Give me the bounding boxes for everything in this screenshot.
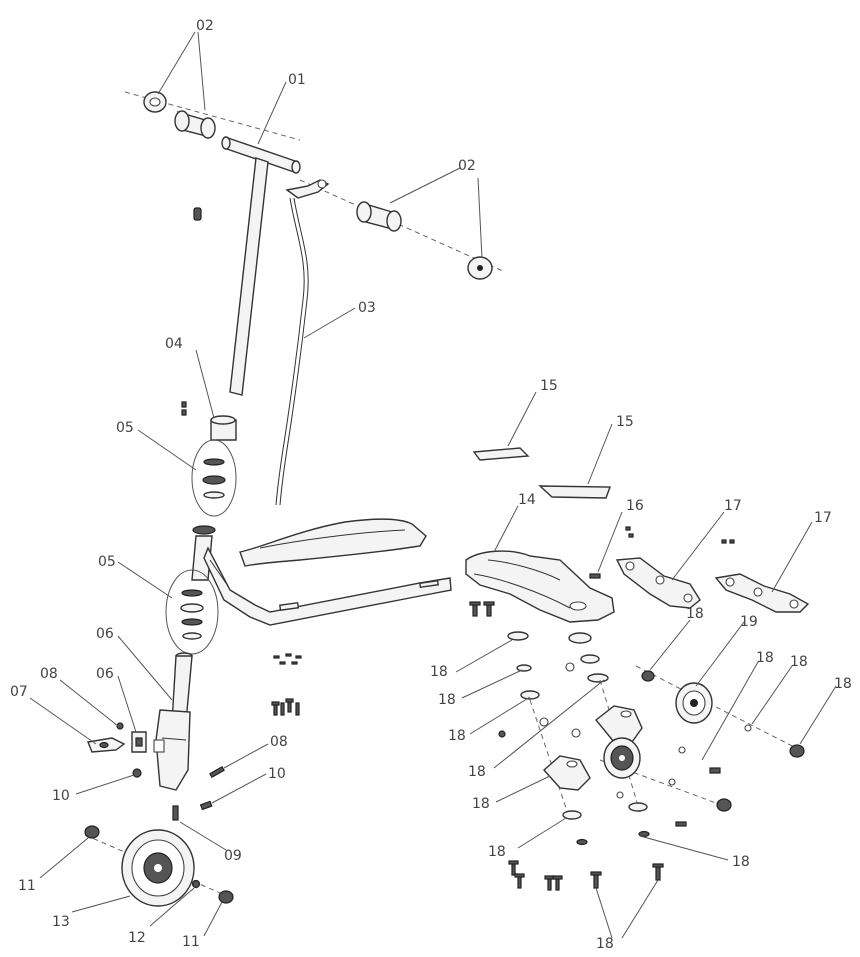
leader-lines bbox=[29, 31, 837, 939]
callout-18-i: 18 bbox=[790, 654, 808, 670]
callout-14: 14 bbox=[518, 492, 536, 508]
front-wheel bbox=[121, 829, 195, 907]
handle-grip-right bbox=[356, 201, 402, 232]
rear-deck-bolts bbox=[469, 601, 495, 617]
callout-08-right: 08 bbox=[270, 734, 288, 750]
bottom-bolts bbox=[508, 860, 664, 891]
bearing-rings-upper bbox=[202, 458, 226, 499]
callout-15-lower: 15 bbox=[616, 414, 634, 430]
callout-02-top-left: 02 bbox=[196, 18, 214, 34]
callout-10-left: 10 bbox=[52, 788, 70, 804]
axle-nuts-rear bbox=[616, 670, 805, 827]
grip-tape-large bbox=[538, 485, 611, 499]
small-bolts bbox=[181, 401, 187, 416]
axle-nut-left bbox=[132, 768, 142, 778]
fork-bracket bbox=[131, 731, 147, 753]
callout-12: 12 bbox=[128, 930, 146, 946]
rear-wheel-left bbox=[603, 737, 641, 779]
handlebar-stem bbox=[221, 136, 301, 396]
fork-nut bbox=[199, 800, 213, 811]
callout-18-f: 18 bbox=[488, 844, 506, 860]
callout-06: 06 bbox=[96, 626, 114, 642]
axle-bolt bbox=[172, 805, 179, 821]
callout-18-k: 18 bbox=[732, 854, 750, 870]
callout-05-upper: 05 bbox=[116, 420, 134, 436]
rear-wheel-right bbox=[675, 682, 713, 724]
callout-07: 07 bbox=[10, 684, 28, 700]
callout-04: 04 bbox=[165, 336, 183, 352]
callout-labels: 02 01 02 03 04 05 05 06 08 06 07 10 08 1… bbox=[10, 18, 852, 952]
bearing-group-upper bbox=[191, 439, 237, 517]
grip-end-cap-right bbox=[467, 256, 493, 280]
callout-18-h: 18 bbox=[756, 650, 774, 666]
callout-06-second: 06 bbox=[96, 666, 114, 682]
deck-screws-small bbox=[273, 653, 302, 665]
fork-bolt bbox=[209, 765, 225, 779]
bearing-group-lower bbox=[165, 569, 219, 655]
callout-05-lower: 05 bbox=[98, 554, 116, 570]
callout-01: 01 bbox=[288, 72, 306, 88]
brake-lever bbox=[285, 179, 330, 199]
head-tube bbox=[191, 525, 216, 581]
deck-top-plate bbox=[239, 518, 427, 567]
washer-stack-left bbox=[498, 631, 540, 738]
callout-18-bottom: 18 bbox=[596, 936, 614, 952]
rear-brake-lower bbox=[543, 755, 591, 791]
callout-09: 09 bbox=[224, 848, 242, 864]
callout-18-g: 18 bbox=[686, 606, 704, 622]
callout-08-left: 08 bbox=[40, 666, 58, 682]
callout-18-a: 18 bbox=[430, 664, 448, 680]
wheel-nut-right bbox=[218, 890, 234, 904]
callout-13: 13 bbox=[52, 914, 70, 930]
callout-18-b: 18 bbox=[438, 692, 456, 708]
callout-18-d: 18 bbox=[468, 764, 486, 780]
stem-nut bbox=[193, 207, 202, 221]
callout-18-j: 18 bbox=[834, 676, 852, 692]
callout-02-top-right: 02 bbox=[458, 158, 476, 174]
brake-cable bbox=[275, 197, 305, 506]
deck-pin bbox=[589, 573, 601, 579]
callout-10-right: 10 bbox=[268, 766, 286, 782]
small-screw bbox=[116, 722, 124, 730]
rear-deck bbox=[465, 550, 615, 623]
callout-18-c: 18 bbox=[448, 728, 466, 744]
callout-17-left: 17 bbox=[724, 498, 742, 514]
callout-03: 03 bbox=[358, 300, 376, 316]
callout-17-right: 17 bbox=[814, 510, 832, 526]
front-fork bbox=[153, 709, 191, 791]
handle-grip-left bbox=[174, 110, 216, 139]
swing-arm-left bbox=[615, 557, 701, 609]
callout-15-upper: 15 bbox=[540, 378, 558, 394]
wheel-nut-left bbox=[84, 825, 100, 839]
washer-stack-bottom bbox=[562, 802, 650, 846]
brake-plate bbox=[87, 737, 126, 753]
deck-bolts bbox=[271, 698, 300, 716]
grip-tape-small bbox=[472, 447, 530, 461]
bearing-rings-lower bbox=[180, 589, 204, 640]
callout-11-left: 11 bbox=[18, 878, 36, 894]
washer-stack-right bbox=[539, 632, 609, 738]
deck-screws-rear bbox=[625, 526, 735, 544]
callout-11-right: 11 bbox=[182, 934, 200, 950]
rear-brake-upper bbox=[595, 705, 643, 743]
swing-arm-right bbox=[714, 573, 810, 613]
grip-end-cap-left bbox=[143, 91, 167, 113]
callout-19: 19 bbox=[740, 614, 758, 630]
callout-16: 16 bbox=[626, 498, 644, 514]
callout-18-e: 18 bbox=[472, 796, 490, 812]
main-frame bbox=[203, 546, 452, 626]
stem-clamp bbox=[210, 415, 237, 441]
wheel-washer bbox=[191, 879, 201, 889]
